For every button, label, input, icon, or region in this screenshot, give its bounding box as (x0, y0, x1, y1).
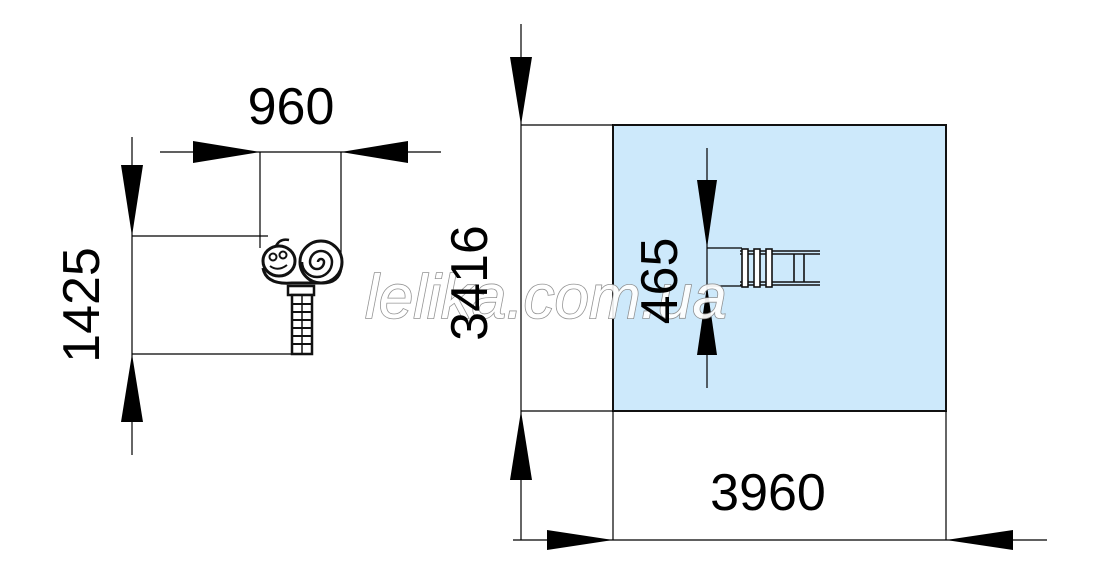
right-width-dimension: 3960 (513, 411, 1047, 550)
right-height-label: 3416 (441, 225, 499, 341)
snail-shell-spiral (300, 249, 334, 279)
left-view: 960 1425 (53, 78, 441, 455)
arrow-right-pointing (193, 141, 260, 163)
right-height-dimension (510, 24, 613, 540)
inner-dimension (697, 148, 742, 388)
snail-figure (261, 238, 344, 356)
spring-mount (286, 284, 316, 297)
snail-head (261, 244, 297, 278)
arrow-down-pointing (697, 180, 717, 248)
arrow-up-pointing (697, 286, 717, 355)
spring-coils (292, 295, 312, 354)
watermark: lelika.com.ua (365, 263, 727, 332)
snail-shell (298, 239, 344, 285)
snail-eye (278, 250, 288, 260)
equipment-top-view (740, 248, 820, 288)
inner-dimension-label: 465 (631, 238, 689, 325)
arrow-down-pointing (121, 165, 143, 236)
arrow-down-pointing (510, 57, 532, 125)
right-width-label: 3960 (710, 464, 826, 522)
handle-bar (753, 248, 761, 288)
arrow-up-pointing (510, 411, 532, 480)
right-view: 3960 (510, 24, 1047, 550)
handle-bar (741, 248, 749, 288)
arrow-left-pointing (946, 530, 1013, 550)
arrow-left-pointing (341, 141, 408, 163)
left-width-dimension: 960 (160, 78, 441, 258)
left-height-label: 1425 (53, 247, 111, 363)
safety-area (612, 124, 947, 412)
snail-eye (268, 252, 278, 262)
arrow-up-pointing (121, 354, 143, 422)
handle-bar (765, 248, 773, 288)
left-width-label: 960 (248, 78, 335, 136)
snail-antenna (274, 238, 290, 247)
left-height-dimension: 1425 (53, 137, 296, 455)
arrow-right-pointing (547, 530, 613, 550)
snail-mouth (269, 264, 288, 270)
